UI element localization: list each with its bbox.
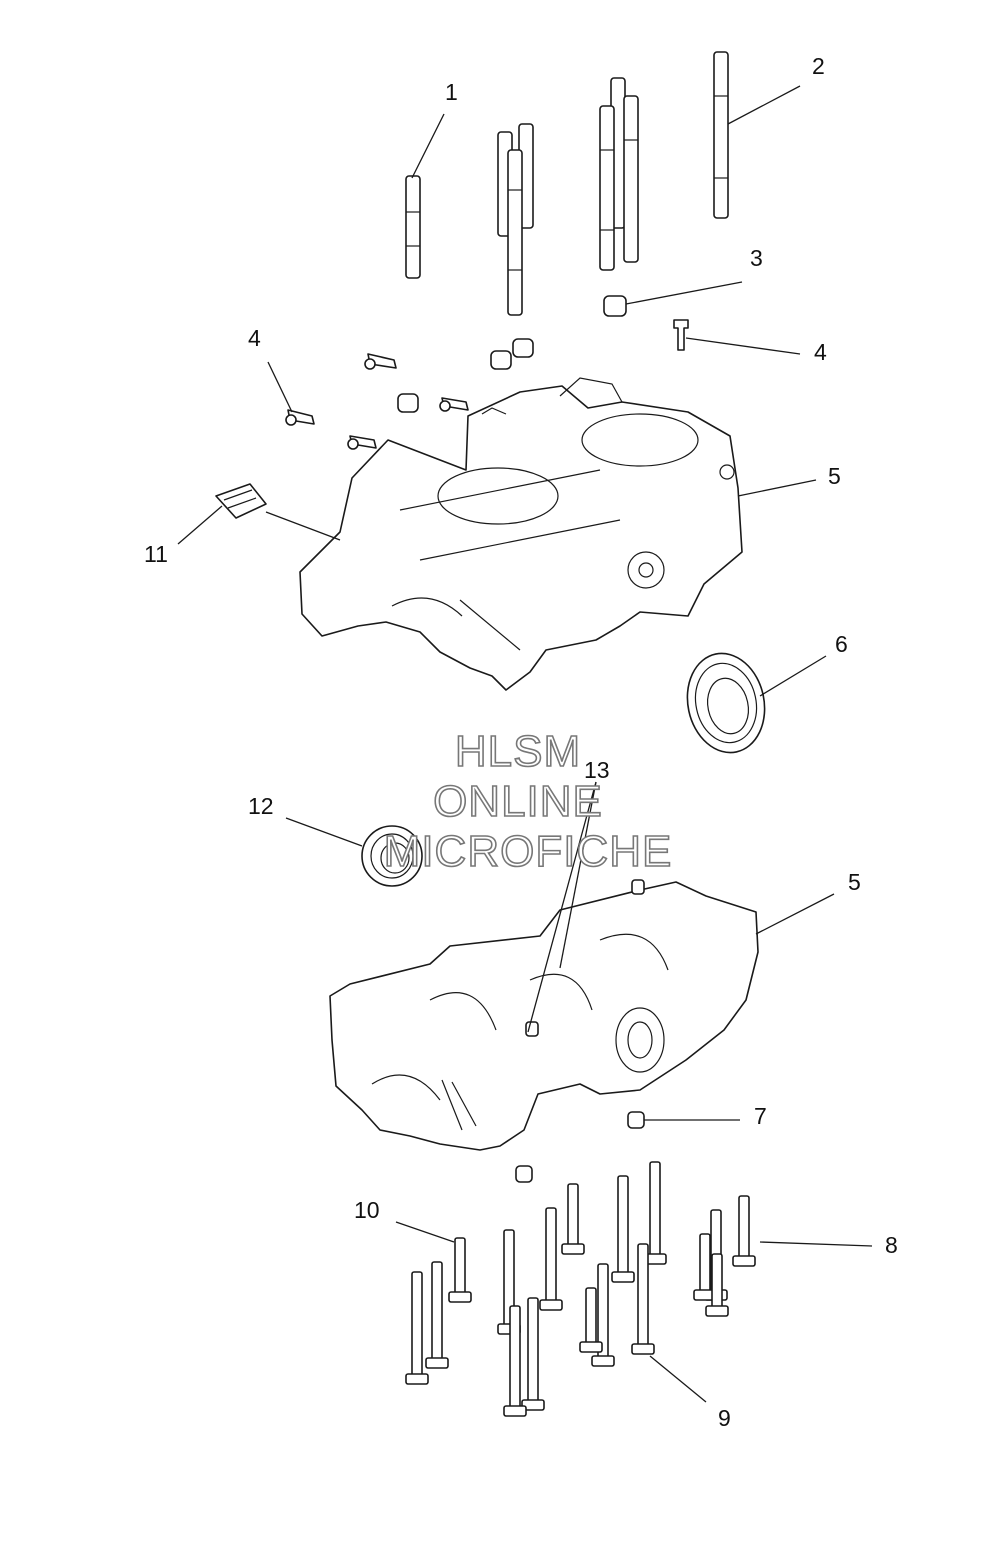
oil-jet-group [285,319,689,450]
callout-13: 13 [584,757,610,783]
bolt-part-9 [631,1243,655,1355]
callout-2: 2 [812,53,825,79]
callout-labels: 1 2 3 4 4 5 5 6 7 8 9 10 11 12 13 [144,53,898,1431]
callout-6: 6 [835,631,848,657]
watermark-line-3: MICROFICHE [384,827,673,876]
bolt-part-8 [693,1195,756,1317]
callout-11: 11 [144,541,168,567]
callout-4-left: 4 [248,325,261,351]
callout-12: 12 [248,793,274,819]
bolt-group-lower [405,1161,756,1417]
fitting-part-11 [215,483,267,519]
callout-3: 3 [750,245,763,271]
callout-5-lower: 5 [848,869,861,895]
callout-1: 1 [445,79,458,105]
callout-5-upper: 5 [828,463,841,489]
bolt-part-10 [405,1237,472,1385]
watermark: HLSM ONLINE MICROFICHE [383,726,673,877]
seal-part-12 [361,825,423,887]
callout-10: 10 [354,1197,380,1223]
stud-part-2 [713,51,729,219]
callout-4-right: 4 [814,339,827,365]
seal-part-6 [686,652,766,754]
stud-cluster-right [599,77,639,271]
dowel-group [397,295,645,1183]
callout-7: 7 [754,1103,767,1129]
crankcase-upper [299,377,743,691]
leader-lines [177,85,873,1403]
stud-part-1 [405,175,421,279]
callout-9: 9 [718,1405,731,1431]
crankcase-lower [329,879,759,1151]
watermark-line-1: HLSM [455,727,581,776]
stud-cluster-center [497,123,534,316]
watermark-line-2: ONLINE [433,777,603,826]
stud-group-upper [405,51,729,316]
bolt-cluster-center [497,1161,667,1417]
callout-8: 8 [885,1232,898,1258]
